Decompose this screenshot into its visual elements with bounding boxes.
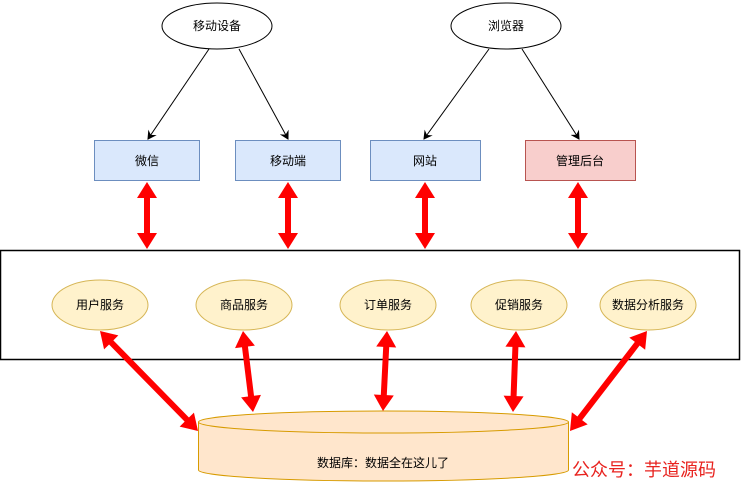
frontend-website-label: 网站 (413, 154, 437, 168)
service-promotion-label: 促销服务 (495, 297, 543, 312)
arrow-browser-to-website (423, 48, 490, 140)
service-analytics-label: 数据分析服务 (612, 297, 684, 312)
red-arrow-analytics-service-db (570, 331, 647, 431)
red-arrow-promotion-service-db (503, 331, 526, 412)
service-promotion[interactable]: 促销服务 (470, 279, 568, 331)
client-mobile-device-label: 移动设备 (193, 19, 241, 33)
service-analytics[interactable]: 数据分析服务 (599, 279, 697, 331)
frontend-website[interactable]: 网站 (370, 140, 481, 181)
service-product-label: 商品服务 (220, 297, 268, 312)
red-arrow-mobile-app-services (278, 182, 298, 249)
frontend-wechat[interactable]: 微信 (94, 140, 200, 181)
client-browser[interactable]: 浏览器 (450, 2, 562, 50)
database-label: 数据库：数据全在这儿了 (317, 455, 449, 470)
red-arrow-wechat-services (137, 182, 157, 249)
service-order[interactable]: 订单服务 (339, 279, 437, 331)
red-arrow-order-service-db (373, 331, 397, 411)
frontend-mobile-app-label: 移动端 (270, 154, 306, 168)
arrow-mobile-to-wechat (147, 48, 210, 140)
service-user-label: 用户服务 (76, 297, 124, 312)
red-arrow-website-services (415, 182, 435, 249)
red-arrow-product-service-db (235, 331, 261, 412)
client-mobile-device[interactable]: 移动设备 (161, 2, 273, 50)
watermark-text: 公众号：芋道源码 (572, 460, 716, 481)
frontend-admin-label: 管理后台 (556, 153, 604, 168)
database-cylinder[interactable]: 数据库：数据全在这儿了 (198, 410, 569, 482)
frontend-admin[interactable]: 管理后台 (525, 140, 636, 181)
frontend-wechat-label: 微信 (135, 154, 159, 168)
arrow-mobile-to-mobile-app (238, 48, 289, 140)
frontend-mobile-app[interactable]: 移动端 (235, 140, 341, 181)
service-product[interactable]: 商品服务 (195, 279, 293, 331)
service-user[interactable]: 用户服务 (51, 279, 149, 331)
client-browser-label: 浏览器 (488, 18, 524, 33)
service-order-label: 订单服务 (364, 297, 412, 312)
red-arrow-admin-services (568, 182, 588, 249)
red-arrow-user-service-db (100, 331, 198, 431)
arrow-browser-to-admin (521, 48, 580, 140)
